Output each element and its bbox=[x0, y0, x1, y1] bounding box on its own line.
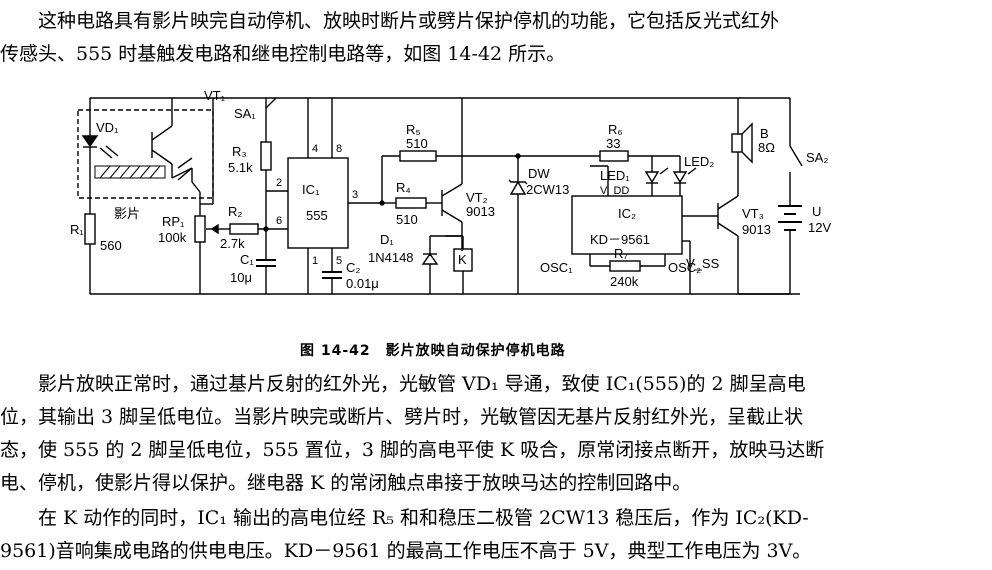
r4-resistor bbox=[395, 197, 427, 209]
led1-label: LED₁ bbox=[600, 168, 630, 183]
ic2-type: KD－9561 bbox=[590, 232, 650, 247]
osc2-label: OSC₂ bbox=[668, 260, 701, 275]
vt3-type: 9013 bbox=[742, 222, 771, 237]
r7-label: R₇ bbox=[614, 246, 628, 261]
osc1-label: OSC₁ bbox=[540, 260, 573, 275]
r1-label: R₁ bbox=[70, 222, 84, 237]
r4-label: R₄ bbox=[396, 180, 411, 195]
circuit-diagram: VT₁ VD₁ SA₁ 影片 R₁ 560 RP₁ 100k R₂ 2.7k R… bbox=[70, 88, 831, 295]
ic2-block bbox=[571, 195, 683, 255]
b-value: 8Ω bbox=[758, 140, 775, 155]
rp1-value: 100k bbox=[158, 230, 187, 245]
ic1-block bbox=[287, 157, 349, 249]
body-line: 位，其输出 3 脚呈低电位。当影片映完或断片、劈片时，光敏管因无基片反射红外光，… bbox=[0, 406, 804, 428]
dw-label: DW bbox=[528, 166, 550, 181]
film-hatch bbox=[94, 165, 166, 179]
r5-value: 510 bbox=[406, 136, 428, 151]
d1-label: D₁ bbox=[380, 232, 394, 247]
u-value: 12V bbox=[808, 220, 831, 235]
body-line: 态，使 555 的 2 脚呈低电位，555 置位，3 脚的高电平使 K 吸合，原… bbox=[0, 439, 825, 461]
pin2-label: 2 bbox=[276, 177, 282, 189]
body-paragraph: 在 K 动作的同时，IC₁ 输出的高电位经 R₅ 和和稳压二极管 2CW13 稳… bbox=[0, 502, 992, 568]
led1-symbol bbox=[644, 171, 660, 184]
b-label: B bbox=[760, 126, 769, 141]
c1-label: C₁ bbox=[240, 252, 254, 267]
vss-label: V_SS bbox=[686, 256, 720, 271]
r3-label: R₃ bbox=[232, 144, 247, 159]
r3-value: 5.1k bbox=[228, 160, 253, 175]
r4-value: 510 bbox=[396, 212, 418, 227]
r5-label: R₅ bbox=[406, 122, 421, 137]
k-label: K bbox=[458, 252, 467, 267]
vt1-label: VT₁ bbox=[204, 88, 226, 103]
body-line: 影片放映正常时，通过基片反射的红外光，光敏管 VD₁ 导通，致使 IC₁(555… bbox=[38, 373, 806, 395]
ic1-label: IC₁ bbox=[302, 182, 320, 197]
sa2-label: SA₂ bbox=[806, 150, 828, 165]
dw-type: 2CW13 bbox=[526, 182, 569, 197]
r7-resistor bbox=[609, 260, 641, 272]
body-line: 电、停机，使影片得以保护。继电器 K 的常闭触点串接于放映马达的控制回路中。 bbox=[0, 472, 692, 494]
ic2-label: IC₂ bbox=[618, 206, 636, 221]
speaker-b bbox=[731, 133, 743, 153]
r7-value: 240k bbox=[610, 274, 639, 289]
d1-type: 1N4148 bbox=[368, 250, 414, 265]
r6-resistor bbox=[599, 150, 629, 162]
vt2-label: VT₂ bbox=[466, 190, 488, 205]
film-label: 影片 bbox=[114, 206, 140, 221]
vt3-label: VT₃ bbox=[742, 206, 764, 221]
pin5-label: 5 bbox=[336, 255, 342, 267]
r6-value: 33 bbox=[606, 136, 620, 151]
r1-value: 560 bbox=[100, 238, 122, 253]
pin1-label: 1 bbox=[312, 255, 318, 267]
vd1-label: VD₁ bbox=[96, 120, 119, 135]
pin3-label: 3 bbox=[352, 189, 358, 201]
phototransistor-symbol bbox=[151, 98, 201, 204]
body-line: 9561)音响集成电路的供电电压。KD－9561 的最高工作电压不高于 5V，典… bbox=[0, 540, 812, 562]
r2-value: 2.7k bbox=[220, 236, 245, 251]
body-paragraph: 影片放映正常时，通过基片反射的红外光，光敏管 VD₁ 导通，致使 IC₁(555… bbox=[0, 368, 992, 500]
pin8-label: 8 bbox=[336, 143, 342, 155]
body-line: 在 K 动作的同时，IC₁ 输出的高电位经 R₅ 和和稳压二极管 2CW13 稳… bbox=[38, 507, 809, 529]
r5-resistor bbox=[399, 150, 437, 162]
sa2-switch bbox=[789, 145, 803, 167]
led2-symbol bbox=[672, 171, 688, 184]
figure-caption: 图 14-42 影片放映自动保护停机电路 bbox=[300, 343, 566, 359]
c2-label: C₂ bbox=[346, 260, 360, 275]
rp1-potentiometer bbox=[194, 215, 206, 243]
vdd-label: V_DD bbox=[600, 185, 629, 197]
pin6-label: 6 bbox=[276, 215, 282, 227]
c2-value: 0.01μ bbox=[346, 276, 379, 291]
pin4-label: 4 bbox=[312, 143, 318, 155]
rp1-label: RP₁ bbox=[162, 214, 185, 229]
led2-label: LED₂ bbox=[684, 154, 714, 169]
sa1-label: SA₁ bbox=[234, 106, 256, 121]
vt2-type: 9013 bbox=[466, 204, 495, 219]
intro-paragraph: 这种电路具有影片映完自动停机、放映时断片或劈片保护停机的功能，它包括反光式红外 … bbox=[0, 5, 992, 71]
vd1-led-symbol bbox=[81, 98, 119, 214]
r2-label: R₂ bbox=[228, 204, 242, 219]
r6-label: R₆ bbox=[608, 122, 623, 137]
dw-zener bbox=[509, 180, 527, 195]
intro-line: 传感头、555 时基触发电路和继电控制电路等，如图 14-42 所示。 bbox=[0, 43, 566, 65]
r2-resistor bbox=[229, 223, 259, 235]
intro-line: 这种电路具有影片映完自动停机、放映时断片或劈片保护停机的功能，它包括反光式红外 bbox=[38, 10, 780, 32]
r3-resistor bbox=[260, 141, 272, 171]
ic1-type: 555 bbox=[306, 208, 328, 223]
c1-value: 10μ bbox=[230, 270, 252, 285]
u-label: U bbox=[812, 204, 821, 219]
r1-resistor bbox=[84, 213, 96, 245]
